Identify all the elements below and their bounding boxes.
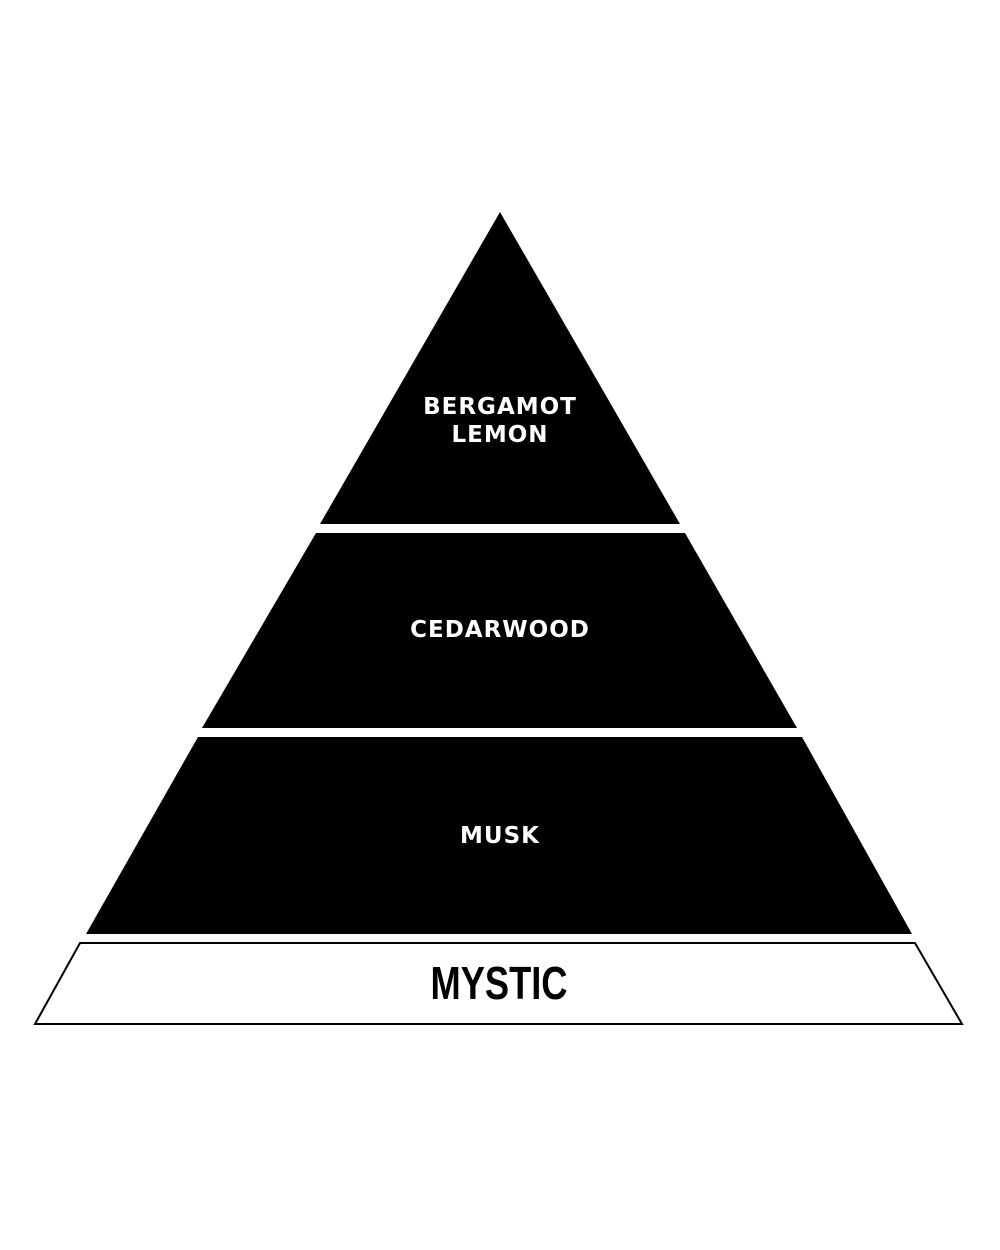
middle-notes-label: CEDARWOOD: [410, 617, 590, 643]
middle-notes-tier: [202, 533, 797, 728]
top-notes-label-line1: BERGAMOT: [423, 394, 577, 420]
fragrance-name-label: MYSTIC: [431, 957, 568, 1009]
fragrance-name-band: [33, 942, 964, 1025]
base-notes-tier: [86, 737, 912, 934]
base-notes-label: MUSK: [460, 823, 540, 849]
top-notes-tier: [320, 212, 680, 524]
top-notes-label-line2: LEMON: [451, 422, 548, 448]
